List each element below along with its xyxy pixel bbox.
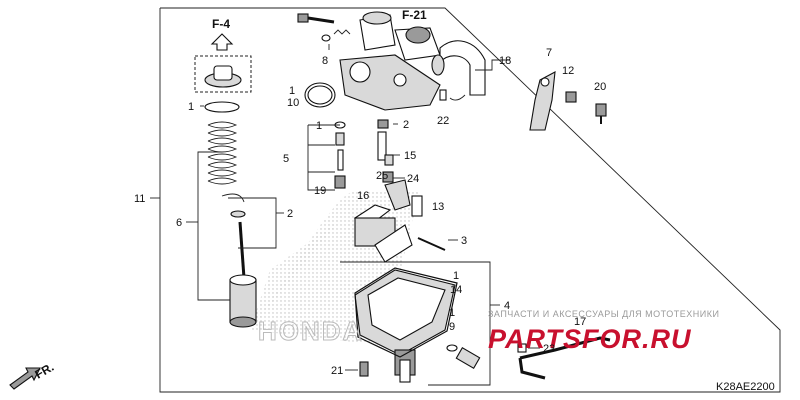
- nozzle-24: [382, 171, 394, 183]
- callout-17: 17: [574, 316, 586, 328]
- front-arrow-label: FR.: [33, 360, 57, 382]
- main-jet-25: [377, 131, 387, 161]
- callout-9: 9: [449, 321, 455, 333]
- float-valve: [384, 179, 411, 211]
- top-cap-knob: [213, 65, 233, 81]
- jet-2: [377, 119, 389, 129]
- throttle-slide: [229, 274, 257, 328]
- diagram-code: K28AE2200: [716, 381, 775, 393]
- collar-12: [565, 91, 577, 103]
- screw-washer-9: [446, 344, 458, 352]
- callout-25: 25: [376, 170, 388, 182]
- callout-14: 14: [450, 284, 462, 296]
- front-arrow: FR.: [9, 360, 57, 390]
- callout-18: 18: [499, 55, 511, 67]
- callout-1a: 1: [188, 101, 194, 113]
- frame-outline: [159, 7, 781, 393]
- drain-screw-13: [411, 195, 423, 217]
- f21-ref-label: F-21: [402, 8, 427, 22]
- needle-clip: [221, 193, 245, 203]
- callout-15: 15: [404, 150, 416, 162]
- callout-2b: 2: [403, 119, 409, 131]
- callout-19: 19: [314, 185, 326, 197]
- screw-spring: [333, 29, 351, 35]
- callout-1c: 1: [316, 120, 322, 132]
- dashed-cap-box: [194, 55, 252, 93]
- callout-1d: 1: [453, 270, 459, 282]
- screw-9: [455, 347, 481, 369]
- shop-tagline: ЗАПЧАСТИ И АКСЕССУАРЫ ДЛЯ МОТОТЕХНИКИ: [488, 309, 719, 319]
- hose-part: [439, 40, 486, 96]
- float-chamber: [354, 269, 456, 383]
- callout-11: 11: [134, 193, 145, 205]
- jet-needle: [238, 221, 246, 279]
- callout-6: 6: [176, 217, 182, 229]
- callout-12: 12: [562, 65, 574, 77]
- spring-part: [207, 121, 238, 185]
- f4-reference: F-4: [194, 17, 252, 93]
- o-ring-part: [204, 101, 240, 113]
- screw-21: [359, 361, 369, 377]
- float-part: [353, 204, 446, 263]
- callout-5: 5: [283, 153, 289, 165]
- chamber-box: [340, 261, 491, 386]
- up-arrow-icon: [210, 33, 234, 51]
- callout-1e: 1: [449, 307, 455, 319]
- clip-22: [439, 89, 447, 101]
- callout-24: 24: [407, 173, 419, 185]
- screw-washer: [321, 34, 331, 42]
- callout-10: 10: [287, 97, 299, 109]
- shop-logo: PARTSFOR.RU: [488, 324, 692, 354]
- needle-jet-15: [384, 154, 394, 166]
- jet-group: [334, 121, 346, 189]
- callout-2a: 2: [287, 208, 293, 220]
- callout-13: 13: [432, 201, 444, 213]
- screw-head: [297, 13, 309, 23]
- callout-20: 20: [594, 81, 606, 93]
- callout-7: 7: [546, 47, 552, 59]
- screw-shaft: [307, 16, 335, 24]
- honda-watermark: HONDA: [258, 316, 363, 346]
- throttle-bracket: [529, 71, 556, 131]
- bolt-20: [595, 103, 607, 117]
- callout-22: 22: [437, 115, 449, 127]
- callout-1b: 1: [289, 85, 295, 97]
- callout-8: 8: [322, 55, 328, 67]
- callout-3: 3: [461, 235, 467, 247]
- needle-retainer: [230, 210, 246, 218]
- callout-16: 16: [357, 190, 369, 202]
- callout-23: 23: [543, 343, 555, 355]
- chamber-gasket: [354, 267, 458, 358]
- carburetor-top: [339, 11, 441, 111]
- callout-4: 4: [504, 300, 510, 312]
- f4-ref-label: F-4: [212, 17, 230, 31]
- callout-21: 21: [331, 365, 343, 377]
- tube-clip-23: [517, 343, 527, 353]
- drain-tube-17: [519, 336, 611, 360]
